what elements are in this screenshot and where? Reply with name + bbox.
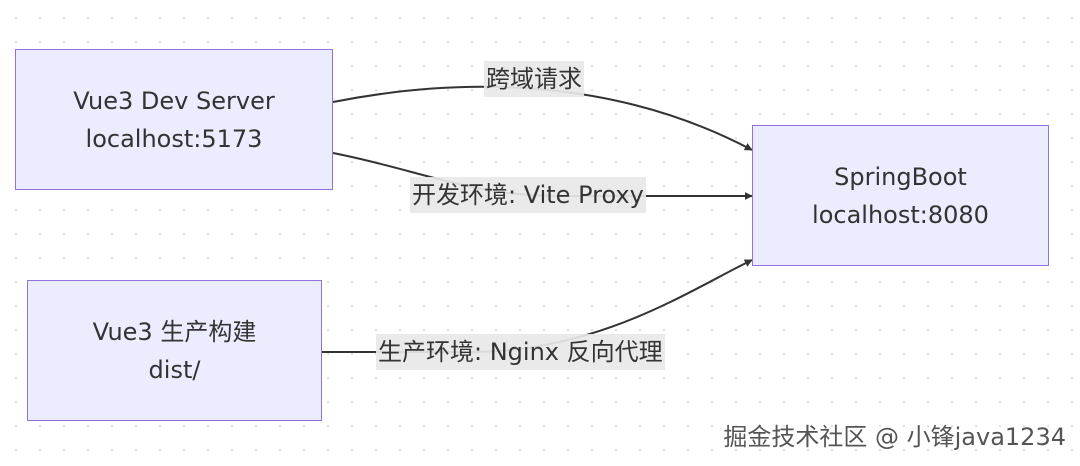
edge-label-cross-origin: 跨域请求 (484, 61, 584, 97)
node-springboot: SpringBoot localhost:8080 (752, 125, 1049, 266)
node-springboot-host: localhost:8080 (812, 200, 989, 229)
node-dev-server-name: Vue3 Dev Server (73, 86, 275, 115)
node-prod-build-dir: dist/ (148, 355, 201, 384)
node-vue3-prod-build: Vue3 生产构建 dist/ (27, 280, 322, 421)
node-prod-build-name: Vue3 生产构建 (92, 317, 257, 346)
watermark: 掘金技术社区 @ 小锋java1234 (723, 423, 1066, 451)
edge-label-prod-nginx: 生产环境: Nginx 反向代理 (376, 334, 665, 370)
node-vue3-dev-server: Vue3 Dev Server localhost:5173 (15, 49, 333, 190)
node-springboot-name: SpringBoot (834, 162, 967, 191)
node-dev-server-host: localhost:5173 (85, 124, 263, 153)
edge-label-dev-proxy: 开发环境: Vite Proxy (410, 177, 646, 213)
